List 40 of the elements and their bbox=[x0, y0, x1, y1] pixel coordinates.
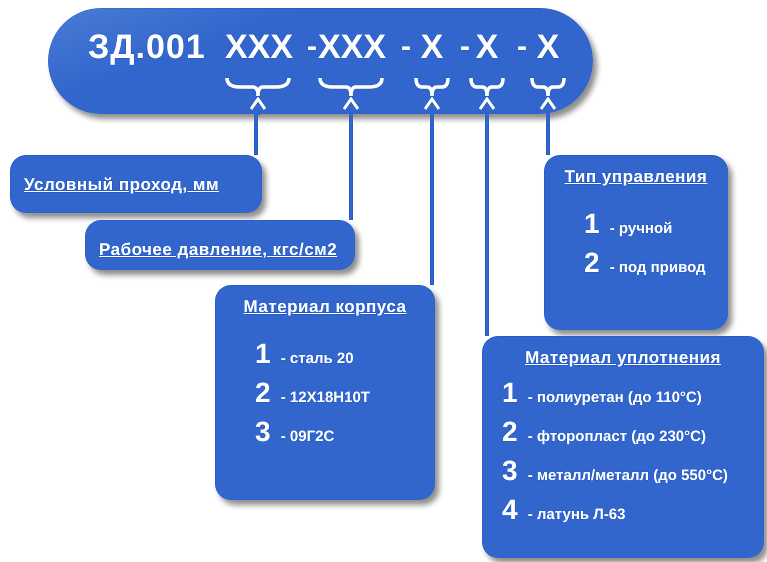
info-box bbox=[544, 155, 728, 330]
leader-arrow bbox=[250, 98, 266, 155]
option-text: 2 - фторопласт (до 230°С) bbox=[502, 415, 706, 449]
separator-dash: - bbox=[307, 30, 317, 64]
option-text: 2 - 12Х18Н10Т bbox=[255, 376, 370, 410]
option-text: 4 - латунь Л-63 bbox=[502, 493, 626, 527]
box-heading: Рабочее давление, кгс/см2 bbox=[99, 240, 338, 260]
option-text: 2 - под привод bbox=[584, 246, 706, 280]
box-heading: Материал корпуса bbox=[244, 297, 406, 317]
code-field: X bbox=[530, 28, 566, 67]
leader-arrow bbox=[424, 98, 440, 285]
info-box bbox=[85, 220, 355, 270]
box-heading: Тип управления bbox=[564, 167, 708, 187]
code-segment bbox=[530, 32, 566, 98]
leader-arrow bbox=[478, 98, 496, 336]
code-segment bbox=[318, 32, 384, 98]
box-heading: Материал уплотнения bbox=[525, 348, 721, 368]
box-heading: Условный проход, мм bbox=[24, 175, 220, 195]
code-field: X bbox=[414, 28, 450, 67]
separator-dash: - bbox=[460, 30, 470, 64]
separator-dash: - bbox=[401, 30, 411, 64]
code-segment bbox=[414, 32, 450, 98]
option-text: 3 - металл/металл (до 550°С) bbox=[502, 454, 728, 488]
option-text: 3 - 09Г2С bbox=[255, 415, 334, 449]
option-text: 1 - ручной bbox=[584, 207, 672, 241]
option-text: 1 - сталь 20 bbox=[255, 337, 354, 371]
info-box bbox=[215, 285, 435, 500]
code-segment bbox=[469, 32, 505, 98]
info-box bbox=[10, 155, 262, 213]
code-field: XXX bbox=[318, 28, 384, 67]
code-prefix: ЗД.001 bbox=[88, 28, 206, 67]
info-box bbox=[482, 336, 764, 558]
code-field: XXX bbox=[225, 28, 291, 67]
separator-dash: - bbox=[517, 30, 527, 64]
code-banner bbox=[48, 8, 593, 114]
option-text: 1 - полиуретан (до 110°С) bbox=[502, 376, 702, 410]
code-field: X bbox=[469, 28, 505, 67]
code-segment bbox=[225, 32, 291, 98]
leader-arrow bbox=[342, 98, 360, 220]
leader-arrow bbox=[540, 98, 556, 155]
